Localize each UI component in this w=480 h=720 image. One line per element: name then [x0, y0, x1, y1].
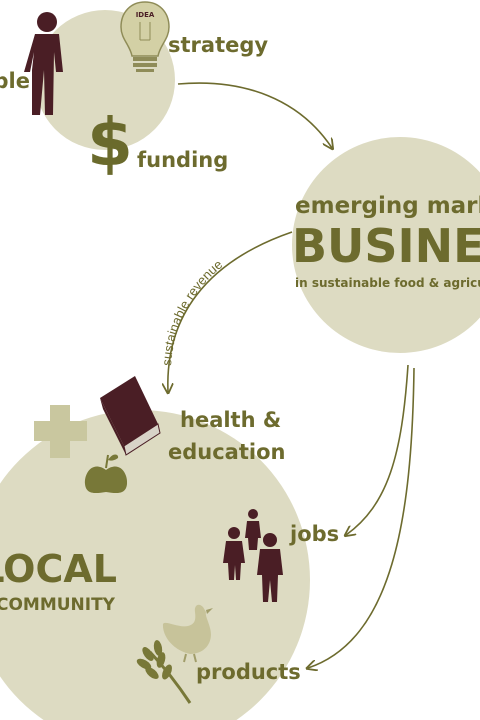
funding-label: funding — [137, 148, 228, 172]
apple-icon — [84, 454, 128, 494]
cross-icon — [34, 405, 87, 458]
business-circle — [292, 137, 480, 353]
revenue-label: sustainable revenue — [159, 257, 225, 367]
bulb-text: IDEA — [136, 11, 155, 19]
community-line2: COMMUNITY — [0, 595, 116, 615]
book-icon — [100, 376, 161, 456]
arrow-business-to-jobs — [346, 364, 409, 535]
business-line3: in sustainable food & agriculture — [295, 276, 480, 290]
svg-text:$: $ — [87, 104, 133, 181]
people-group-icon — [223, 509, 283, 602]
dollar-icon: $ — [87, 104, 133, 181]
strategy-label: strategy — [168, 33, 268, 57]
chicken-icon — [162, 604, 213, 663]
arrow-resources-to-business — [177, 82, 332, 148]
arrow-business-to-products — [308, 367, 415, 668]
community-line1: LOCAL — [0, 547, 117, 591]
wheat-icon — [136, 640, 192, 704]
person-icon — [24, 12, 63, 115]
jobs-label: jobs — [289, 522, 339, 546]
arrow-revenue-to-community — [168, 231, 293, 392]
business-line1: emerging market — [295, 193, 480, 219]
products-label: products — [196, 660, 301, 684]
health-label-2: education — [168, 440, 285, 464]
business-line2: BUSINESS — [292, 219, 480, 273]
community-circle — [0, 410, 310, 720]
health-label-1: health & — [180, 408, 281, 432]
lightbulb-icon: IDEA — [120, 1, 170, 72]
people-label: people — [0, 69, 30, 93]
